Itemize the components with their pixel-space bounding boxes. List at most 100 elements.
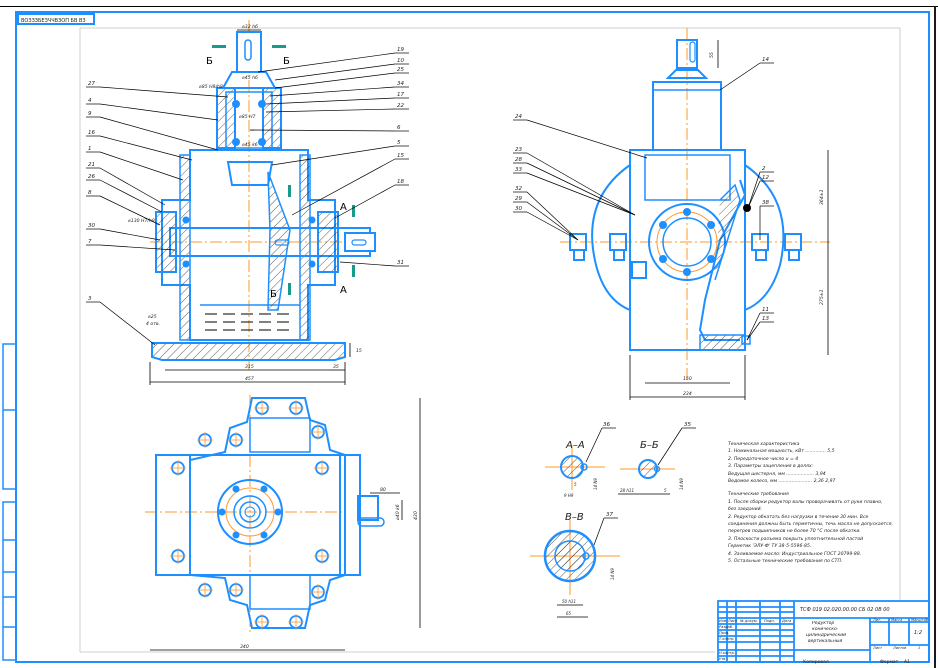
dim-plan-shaft-dia: ⌀40 k6 — [395, 504, 401, 520]
plan-view-dimensions — [150, 398, 421, 651]
format-value: A1 — [904, 660, 910, 665]
title-block — [717, 600, 930, 663]
sheet-right-edge — [934, 6, 936, 668]
leader-line — [99, 244, 176, 251]
dim-base-inner: 315 — [245, 364, 254, 370]
section-callout: 36 — [603, 422, 610, 428]
callout-number: 9 — [88, 111, 92, 117]
section-dim: 28 h11 — [620, 488, 634, 493]
leader-line — [526, 201, 579, 241]
product-name-line: коническо- — [812, 627, 839, 632]
dim-base-hole: ⌀25 — [148, 314, 157, 320]
tb-sheets-label: Листов — [893, 646, 907, 650]
callout-number: 7 — [88, 239, 92, 245]
section-dim: 14 N9 — [679, 478, 684, 490]
dim-side-bearing: ⌀130 H7/h8 — [128, 218, 155, 224]
callout-number: 30 — [88, 223, 95, 229]
section-dim: 14 N9 — [610, 568, 615, 580]
callout-number: 24 — [515, 114, 522, 120]
callout-number: 38 — [762, 200, 769, 206]
dim-side-base-inner: 150 — [683, 376, 692, 382]
dim-shaft-top: ⌀32 h6 — [242, 24, 258, 30]
section-callout: 37 — [606, 512, 613, 518]
leader-line — [291, 158, 396, 216]
requirement-line: без заеданий. — [728, 507, 763, 513]
callout-number: 18 — [397, 179, 404, 185]
leader-line — [274, 72, 396, 89]
dim-side-base-total: 234 — [683, 391, 692, 397]
callout-number: 33 — [515, 167, 522, 173]
callout-number: 2 — [762, 166, 766, 172]
callout-number: 10 — [397, 58, 404, 64]
drawing-frame — [15, 11, 930, 663]
leader-line — [747, 171, 761, 209]
callout-number: 23 — [515, 147, 522, 153]
leader-line — [99, 228, 161, 241]
side-stamp — [2, 343, 17, 661]
dim-base-thick: 15 — [356, 348, 362, 354]
front-view-dimensions — [149, 29, 351, 385]
callout-number: 17 — [397, 92, 404, 98]
leader-line — [271, 145, 396, 166]
tb-row-label: Т.контр. — [719, 637, 735, 641]
requirement-line: 1. После сборки редуктор валы проворачив… — [728, 499, 883, 505]
callout-number: 25 — [397, 67, 404, 73]
callout-number: 15 — [397, 153, 404, 159]
callout-number: 14 — [762, 57, 769, 63]
leader-line — [269, 86, 396, 97]
leader-line — [746, 312, 761, 341]
dim-inner-low: ⌀45 k6 — [242, 142, 258, 148]
tb-col-header: Дата — [782, 619, 792, 623]
section-a-a — [545, 427, 616, 490]
section-letter: Б — [270, 289, 277, 300]
callout-number: 21 — [88, 162, 95, 168]
requirement-line: 2. Редуктор обкатать без нагрузки в тече… — [728, 514, 869, 520]
tb-right-header: Лит. — [873, 618, 882, 622]
leader-line — [99, 116, 219, 151]
section-dim: 50 h11 — [562, 599, 576, 604]
leader-line — [99, 86, 229, 98]
section-title-b-b: Б–Б — [640, 440, 659, 451]
tech-spec-line: 1. Номинальная мощность, кВт ...........… — [728, 449, 835, 455]
section-letter: Б — [206, 56, 213, 67]
format-label: Формат — [880, 660, 899, 665]
dim-base-total: 457 — [245, 376, 254, 382]
side-view-dimensions — [629, 40, 829, 400]
section-letter: A — [340, 285, 347, 296]
callout-number: 22 — [397, 103, 404, 109]
leader-line — [274, 63, 396, 81]
requirement-line: соединения должны быть герметичны, течь … — [728, 522, 893, 528]
leader-line — [99, 151, 184, 181]
dim-side-shaft-len: 55 — [709, 52, 715, 58]
callout-number: 26 — [88, 174, 95, 180]
callout-number: 31 — [397, 260, 404, 266]
requirements-title: Технические требования — [728, 492, 789, 498]
callout-number: 3 — [88, 296, 92, 302]
section-dim: 65 — [566, 611, 572, 616]
callout-number: 4 — [88, 98, 92, 104]
drawing-number-stamp: ВОЗЗЗБЕЗЧЧВЗОП БВ ВЗ — [17, 13, 95, 25]
technical-notes: Техническая характеристика 1. Номинальна… — [728, 441, 918, 566]
leader-line — [339, 261, 396, 267]
tech-spec-title: Техническая характеристика — [728, 442, 800, 447]
leader-line — [746, 321, 761, 341]
section-title-a-a: А–А — [565, 440, 585, 451]
section-letter: A — [340, 202, 347, 213]
sections — [530, 427, 696, 618]
drawing-designation: ТСФ 019 02.020.00.00 СБ 02 0В 00 — [800, 607, 890, 613]
tb-col-header: Подп. — [764, 619, 775, 623]
callout-number: 16 — [88, 130, 95, 136]
tb-right-header: Масса — [891, 618, 903, 622]
requirement-line: перегрев подшипников не более 70 °С посл… — [728, 529, 861, 535]
dim-inner-bore: ⌀85 H7 — [239, 114, 256, 120]
leader-line — [99, 103, 219, 121]
leader-line — [526, 119, 648, 159]
section-title-v-v: В–В — [565, 512, 584, 523]
tb-right-header: Масштаб — [911, 618, 929, 622]
dim-plan-width: 340 — [240, 644, 249, 650]
leader-line — [257, 52, 396, 73]
leader-line — [334, 184, 396, 219]
tb-col-header: № докум. — [740, 619, 758, 623]
requirement-line: Герметик 'ЭЛУ-Ф' ТУ 38-5-5596-85. — [728, 544, 812, 550]
front-view: Б Б A A Б — [150, 20, 376, 370]
